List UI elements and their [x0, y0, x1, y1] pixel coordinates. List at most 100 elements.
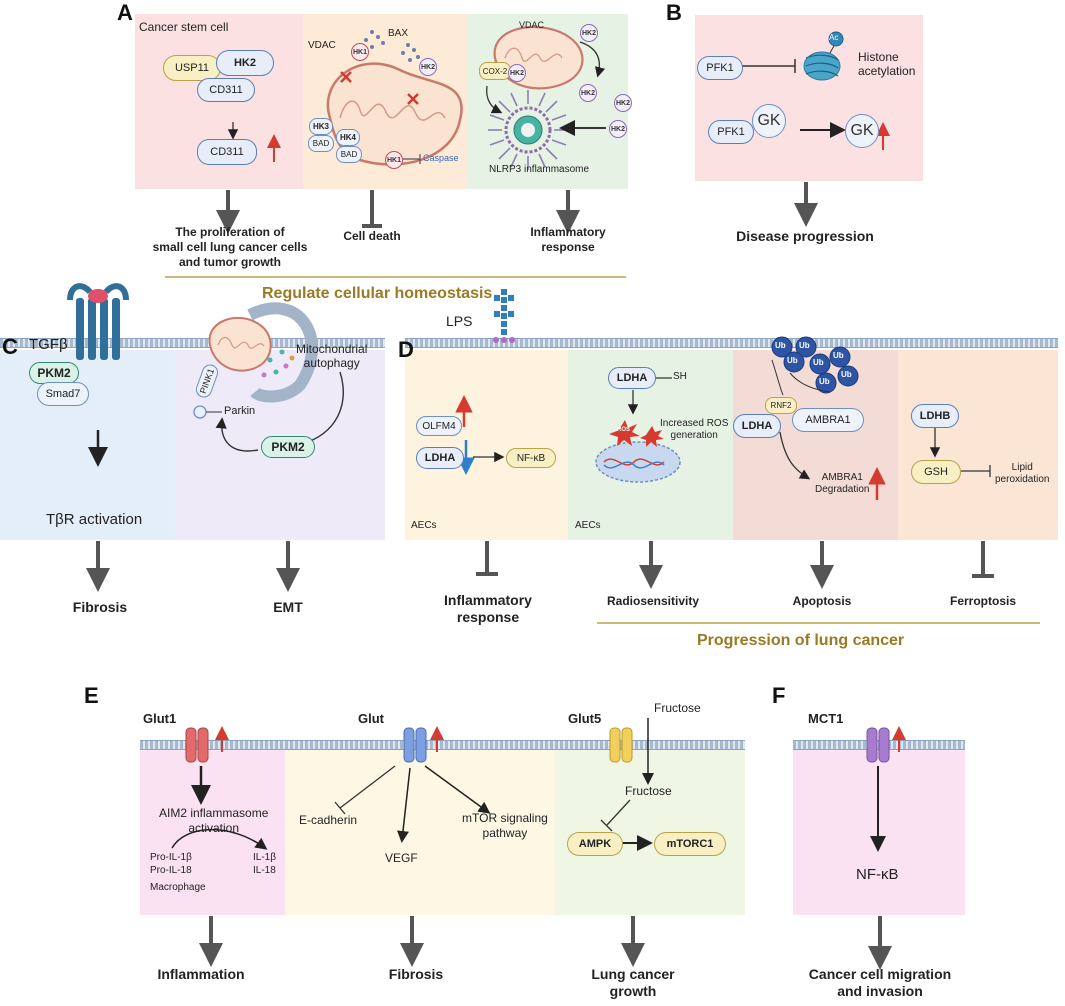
ampk-node: AMPK: [567, 832, 623, 856]
glut-transporter: [403, 727, 427, 763]
pkm2-node-top: PKM2: [29, 362, 79, 384]
lps-graphic: [493, 289, 515, 343]
outcome-d-inflammatory: Inflammatory response: [436, 592, 540, 626]
nucleosome-graphic: [803, 31, 844, 81]
cd311-node-bottom: CD311: [197, 139, 257, 165]
mtorc1-node: mTORC1: [654, 832, 726, 856]
panel-c-bg-left: [0, 350, 175, 540]
lps-label: LPS: [446, 313, 473, 329]
panel-letter-b: B: [666, 0, 682, 25]
hk2-node-a: HK2: [579, 84, 597, 102]
aim2-line2: activation: [188, 821, 240, 835]
panel-d-bg-3: [733, 350, 898, 540]
panel-letter-f: F: [772, 683, 786, 708]
glut-label: Glut: [358, 711, 384, 726]
nlrp3-label: NLRP3 inflammasome: [489, 164, 590, 175]
hk1-node: HK1: [351, 43, 369, 61]
mito-autophagy-line1: Mitochondrial: [296, 342, 368, 356]
mitochondrion-a2: [493, 25, 584, 90]
outcome-f: Cancer cell migration and invasion: [795, 966, 965, 1000]
outcome-b: Disease progression: [736, 228, 874, 244]
pro-il18-label: Pro-IL-18: [150, 865, 192, 876]
mtor-line1: mTOR signaling: [462, 811, 548, 825]
mtor-pathway-label: mTOR signaling pathway: [462, 811, 548, 841]
fructose-top-label: Fructose: [654, 701, 701, 715]
aim2-line1: AIM2 inflammasome: [159, 806, 269, 820]
ros-badge: ROS: [617, 427, 631, 433]
mito-autophagy-line2: autophagy: [303, 356, 360, 370]
ub-label-7: Ub: [819, 377, 830, 386]
bax-label: BAX: [388, 28, 409, 39]
outcome-f-line1: Cancer cell migration: [808, 966, 952, 982]
histone-line1: Histone: [858, 50, 899, 64]
parkin-label: Parkin: [224, 405, 256, 417]
outcome-d-apoptosis: Apoptosis: [792, 594, 852, 608]
ldha-node-1: LDHA: [416, 447, 464, 469]
outcome-c-fibrosis: Fibrosis: [72, 599, 128, 615]
panel-d-bg-1: [405, 350, 568, 540]
outcome-d-ferroptosis: Ferroptosis: [949, 594, 1016, 608]
glut5-label: Glut5: [568, 711, 602, 726]
hk3-node: HK3: [309, 118, 333, 135]
glut1-transporter: [185, 727, 209, 763]
gsh-node: GSH: [911, 460, 961, 484]
fructose-mid-label: Fructose: [625, 784, 672, 798]
vdac2-label: VDAC: [519, 20, 545, 30]
panel-d-bg-4: [898, 350, 1058, 540]
vdac-label: VDAC: [308, 40, 336, 51]
aim2-label: AIM2 inflammasome activation: [159, 806, 268, 836]
lipid-line1: Lipid: [1011, 462, 1033, 473]
outcome-f-line2: and invasion: [837, 983, 923, 999]
ldha-node-3: LDHA: [733, 414, 781, 438]
lipid-line2: peroxidation: [995, 474, 1050, 485]
glut5-transporter: [609, 727, 633, 763]
ecad-label: E-cadherin: [299, 813, 358, 827]
panel-e-bg-1: [140, 750, 285, 915]
pfk1-node-top: PFK1: [697, 56, 743, 80]
lipid-peroxidation-label: Lipid peroxidation: [995, 462, 1049, 486]
outcome-e3-line1: Lung cancer: [591, 966, 675, 982]
glut1-label: Glut1: [143, 711, 177, 726]
cd311-node-top: CD311: [197, 78, 255, 102]
membrane-c: [0, 338, 385, 348]
outcome-d-radiosensitivity: Radiosensitivity: [606, 594, 700, 608]
panel-letter-a: A: [117, 0, 133, 25]
tgfb-label: TGFβ: [29, 336, 68, 353]
outcome-a-proliferation: The proliferation of small cell lung can…: [140, 225, 320, 270]
aecs-label-1: AECs: [411, 520, 437, 531]
il18-label: IL-18: [253, 865, 276, 876]
histone-label: Histone acetylation: [858, 50, 915, 78]
gk-node-1: GK: [752, 104, 786, 138]
nfkb-label-f: NF-κB: [856, 866, 899, 883]
outcome-a1-line3: and tumor growth: [179, 255, 281, 269]
inhibit-ampk: [606, 799, 631, 826]
outcome-a-inflammatory: Inflammatory response: [520, 225, 616, 255]
pfk1-node-bottom: PFK1: [708, 120, 754, 144]
outcome-d1-line2: response: [456, 609, 520, 625]
nfkb-node-d: NF-κB: [506, 448, 556, 468]
ros-nucleus-graphic: [595, 420, 681, 483]
ub-label-2: Ub: [799, 341, 810, 350]
hk1-caspase-node: HK1: [385, 151, 403, 169]
heading-lung-cancer: Progression of lung cancer: [697, 632, 905, 649]
outcome-a3-line1: Inflammatory: [530, 225, 606, 239]
olfm4-node: OLFM4: [416, 416, 462, 436]
hk2-top-node: HK2: [580, 24, 598, 42]
ros-line2: generation: [670, 430, 718, 441]
cross-2: [407, 93, 419, 105]
rnf2-node: RNF2: [765, 397, 797, 414]
outcome-a1-line2: small cell lung cancer cells: [152, 240, 308, 254]
il1b-label: IL-1β: [253, 852, 276, 863]
ac-label: Ac: [829, 33, 839, 42]
ros-generation-label: Increased ROS generation: [660, 418, 728, 442]
ambra-deg-line1: AMBRA1: [821, 472, 863, 483]
outcome-a-cell-death: Cell death: [343, 229, 401, 243]
ub-label-5: Ub: [833, 351, 844, 360]
vegf-label: VEGF: [385, 851, 418, 865]
panel-b-bg: [695, 15, 923, 181]
membrane-e: [140, 740, 745, 750]
ambra1-node: AMBRA1: [792, 408, 864, 432]
outcome-c-emt: EMT: [273, 599, 303, 615]
panel-letter-d: D: [398, 337, 414, 362]
